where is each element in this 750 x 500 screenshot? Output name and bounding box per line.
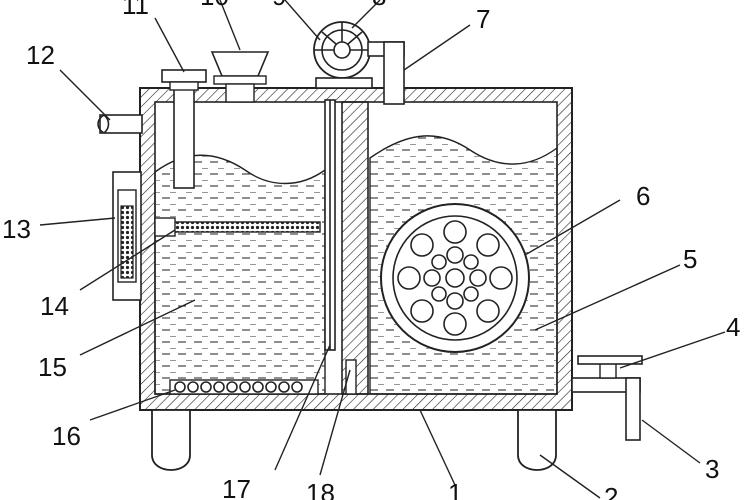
filter-disk	[380, 203, 530, 353]
label-2: 2	[604, 482, 618, 500]
outlet-valve	[571, 355, 643, 441]
label-8: 8	[372, 0, 386, 11]
support-legs	[151, 409, 557, 471]
aeration-holes	[174, 381, 303, 393]
label-17: 17	[222, 474, 251, 500]
label-1: 1	[448, 478, 462, 500]
label-16: 16	[52, 421, 81, 451]
label-7: 7	[476, 4, 490, 34]
label-6: 6	[636, 181, 650, 211]
air-pipe	[367, 41, 405, 105]
leader-lines	[39, 0, 726, 499]
label-15: 15	[38, 352, 67, 382]
label-9: 9	[272, 0, 286, 11]
blower-pump	[313, 21, 373, 89]
label-14: 14	[40, 291, 69, 321]
label-12: 12	[26, 40, 55, 70]
level-window	[112, 171, 142, 301]
inlet-pipe	[97, 114, 143, 134]
label-18: 18	[306, 478, 335, 500]
filter-bar	[159, 221, 321, 233]
left-chamber-water	[154, 154, 326, 395]
label-3: 3	[705, 454, 719, 484]
partition-wall	[341, 101, 369, 395]
top-inlet-tube	[161, 69, 207, 189]
label-11: 11	[122, 0, 149, 20]
feed-funnel	[210, 51, 270, 103]
label-13: 13	[2, 214, 31, 244]
label-10: 10	[200, 0, 229, 11]
label-5: 5	[683, 244, 697, 274]
label-4: 4	[726, 312, 740, 342]
partition-foot	[345, 359, 357, 395]
